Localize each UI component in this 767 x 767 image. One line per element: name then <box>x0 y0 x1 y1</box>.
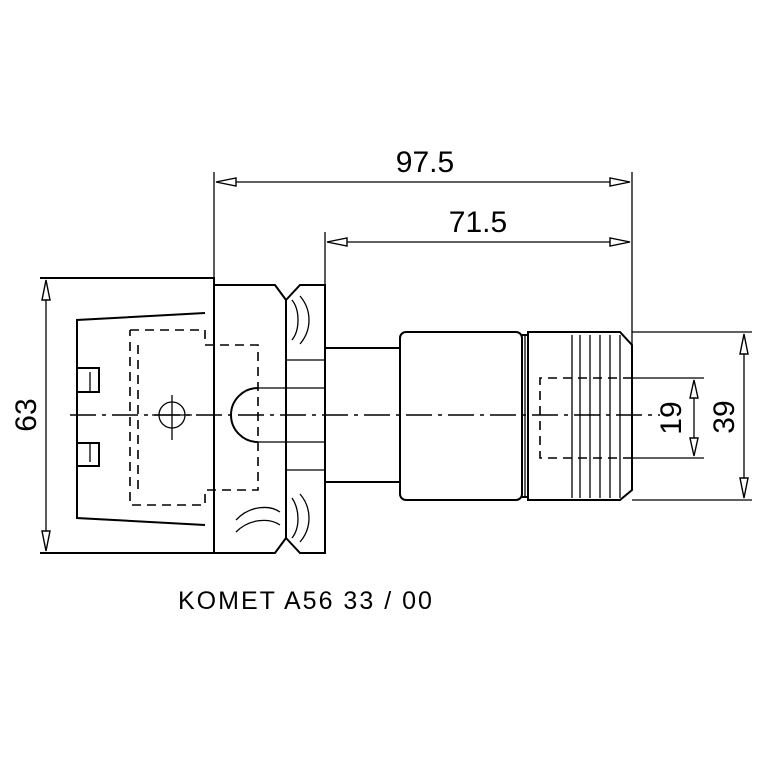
clamp-hidden-detail <box>89 329 259 506</box>
clamp-bore-symbol <box>152 395 192 440</box>
dim-flange-diameter: 63 <box>10 279 51 552</box>
dim-bore-diameter: 19 <box>632 377 704 459</box>
dim-label-bore-diameter: 19 <box>655 401 688 434</box>
neck <box>325 347 400 483</box>
threaded-sleeve <box>522 331 633 501</box>
cylindrical-body <box>399 331 523 501</box>
dim-label-overall-length: 97.5 <box>396 146 454 179</box>
dim-shank-length: 71.5 <box>324 206 631 285</box>
dim-label-shank-length: 71.5 <box>449 206 507 239</box>
dim-body-diameter: 39 <box>632 331 752 501</box>
collar-groove <box>285 284 326 554</box>
part-caption: KOMET A56 33 / 00 <box>178 587 434 615</box>
dim-label-body-diameter: 39 <box>708 400 741 433</box>
dim-overall-length: 97.5 <box>213 146 633 345</box>
ball-pin <box>230 387 325 533</box>
dim-label-flange-diameter: 63 <box>10 398 43 431</box>
